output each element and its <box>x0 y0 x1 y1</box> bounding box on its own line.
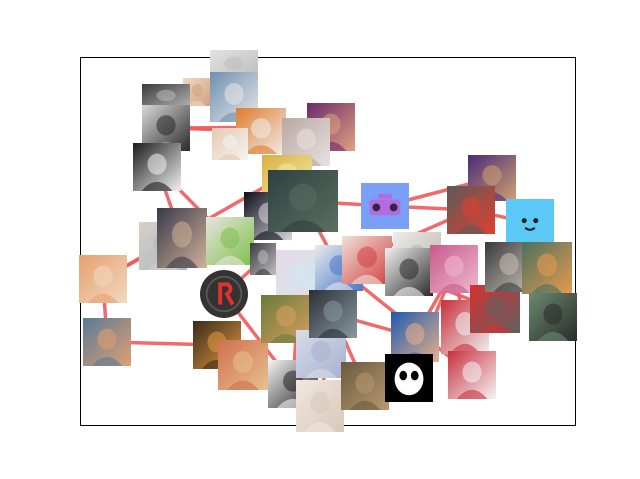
graph-node-n45 <box>522 242 572 294</box>
nodes-layer <box>79 50 577 432</box>
graph-node-n22 <box>250 243 276 275</box>
graph-node-n34 <box>296 330 346 378</box>
graph-node-n35 <box>309 290 357 338</box>
graph-node-n20 <box>206 217 254 265</box>
graph-node-n37 <box>341 362 389 410</box>
graph-node-n30 <box>200 270 248 318</box>
graph-node-n14 <box>361 183 409 229</box>
graph-node-n32 <box>261 295 311 343</box>
graph-node-n28 <box>83 318 131 366</box>
graph-node-n9 <box>212 128 248 160</box>
graph-node-n25 <box>342 236 392 284</box>
graph-node-n36 <box>296 380 344 432</box>
graph-node-n31 <box>218 340 268 390</box>
graph-node-n4 <box>210 72 258 122</box>
graph-node-n43 <box>470 285 520 333</box>
graph-node-n41 <box>441 300 489 354</box>
graph-node-n42 <box>448 351 496 399</box>
graph-node-n27 <box>385 248 433 296</box>
graph-node-n13 <box>268 170 338 232</box>
graph-node-n19 <box>157 208 207 268</box>
smiley-face-icon <box>506 199 554 247</box>
graph-node-n16 <box>447 186 495 234</box>
graph-node-n39 <box>385 354 433 402</box>
graph-node-n21 <box>79 255 127 303</box>
graph-node-n6 <box>133 143 181 191</box>
graph-node-n46 <box>529 293 577 341</box>
graph-node-n17 <box>506 199 554 247</box>
